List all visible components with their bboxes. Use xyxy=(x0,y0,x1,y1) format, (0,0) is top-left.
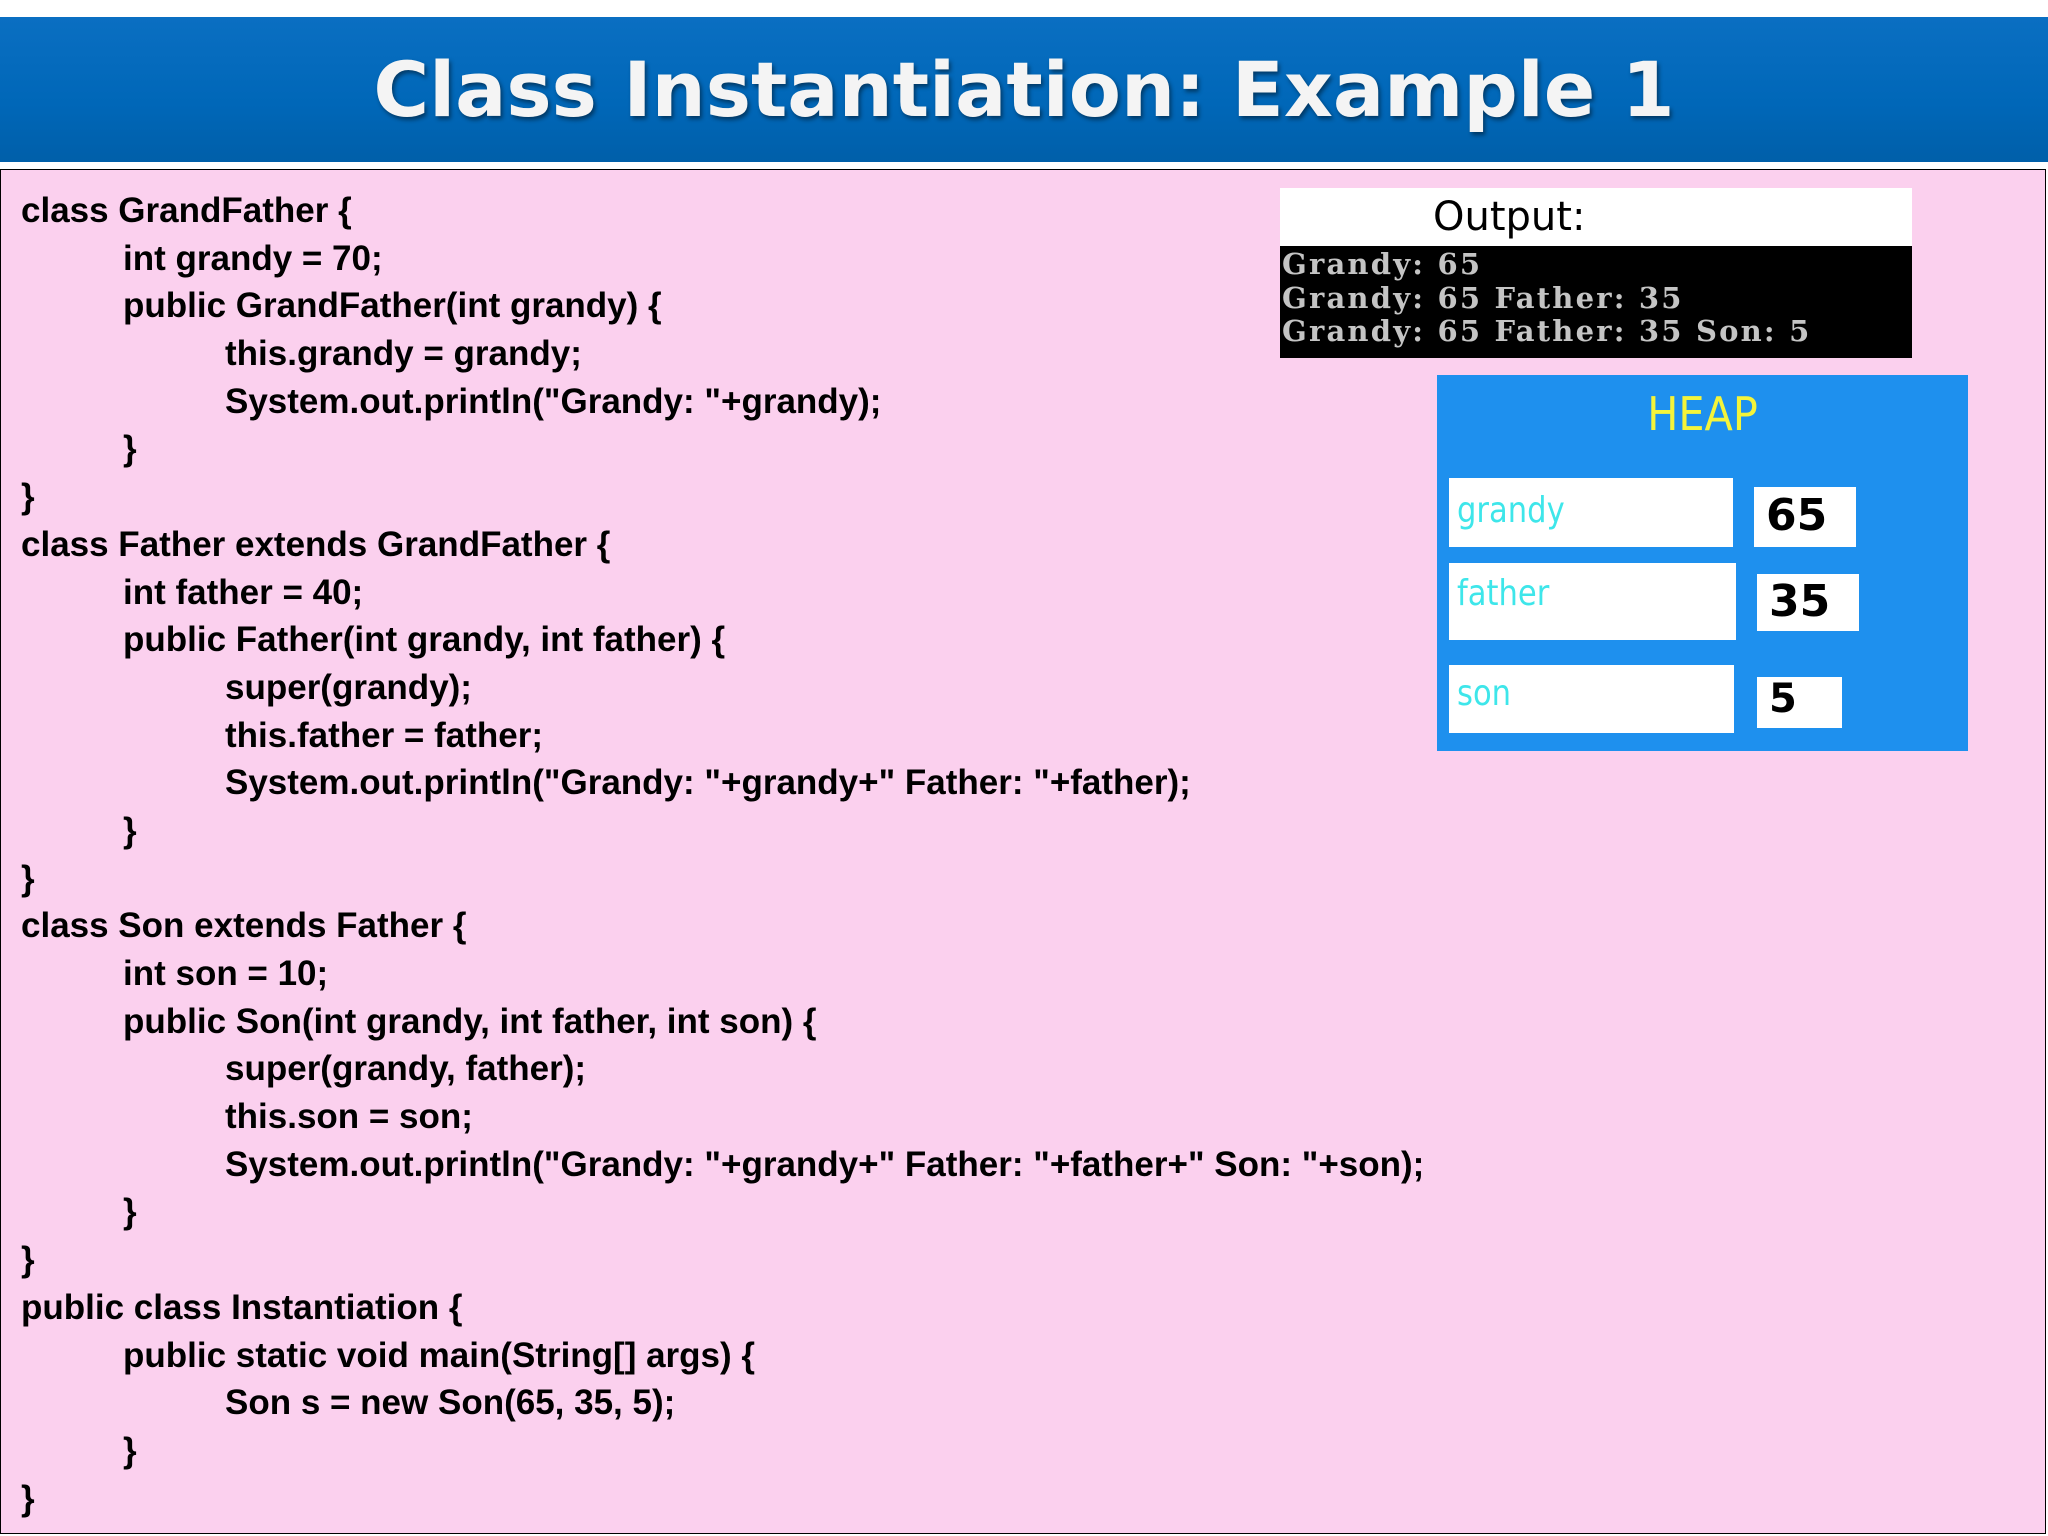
code-line: public GrandFather(int grandy) { xyxy=(123,286,662,326)
code-line: public Son(int grandy, int father, int s… xyxy=(123,1001,817,1041)
code-line: class GrandFather { xyxy=(21,191,352,230)
code-line: public Father(int grandy, int father) { xyxy=(123,620,726,660)
code-line: } xyxy=(21,1478,35,1518)
code-line: super(grandy); xyxy=(225,667,472,707)
heap-field-father-label-box: father xyxy=(1449,563,1736,640)
code-line: } xyxy=(21,858,35,898)
heap-field-father-value-box: 35 xyxy=(1757,574,1859,631)
heap-field-grandy-label-box: grandy xyxy=(1449,478,1733,547)
code-line: this.son = son; xyxy=(225,1097,473,1137)
code-listing: class GrandFather { int grandy = 70; publi… xyxy=(21,187,1424,1522)
output-header: Output: xyxy=(1280,188,1912,246)
code-line: } xyxy=(21,1240,35,1280)
heap-field-label: father xyxy=(1457,573,1550,614)
console-line: Grandy: 65 Father: 35 Son: 5 xyxy=(1282,314,1812,348)
code-line: } xyxy=(123,810,137,850)
console-line: Grandy: 65 xyxy=(1282,247,1483,281)
code-line: } xyxy=(123,1192,137,1232)
heap-field-value: 65 xyxy=(1766,490,1828,541)
code-line: public static void main(String[] args) { xyxy=(123,1335,756,1375)
heap-field-son-value-box: 5 xyxy=(1757,676,1842,728)
heap-field-value: 5 xyxy=(1769,676,1797,722)
heap-panel: HEAP grandy 65 father 35 son 5 xyxy=(1437,375,1968,751)
code-line: } xyxy=(123,1430,137,1470)
heap-field-label: grandy xyxy=(1457,490,1565,531)
title-bar: Class Instantiation: Example 1 xyxy=(0,17,2048,162)
code-line: System.out.println("Grandy: "+grandy+" F… xyxy=(225,763,1191,803)
code-line: } xyxy=(21,477,35,517)
heap-field-value: 35 xyxy=(1769,576,1831,627)
code-line: System.out.println("Grandy: "+grandy); xyxy=(225,381,882,421)
code-line: } xyxy=(123,429,137,469)
heap-field-grandy-value-box: 65 xyxy=(1754,487,1856,547)
code-line: super(grandy, father); xyxy=(225,1049,587,1089)
code-line: class Father extends GrandFather { xyxy=(21,524,611,564)
code-line: int grandy = 70; xyxy=(123,238,383,278)
console-line: Grandy: 65 Father: 35 xyxy=(1282,280,1684,315)
code-line: System.out.println("Grandy: "+grandy+" F… xyxy=(225,1144,1425,1184)
heap-title: HEAP xyxy=(1647,387,1758,441)
heap-field-son-label-box: son xyxy=(1449,665,1734,733)
code-line: Son s = new Son(65, 35, 5); xyxy=(225,1383,676,1423)
console-output: Grandy: 65 Grandy: 65 Father: 35 Grandy:… xyxy=(1280,246,1912,358)
code-line: class Son extends Father { xyxy=(21,906,467,946)
code-line: this.grandy = grandy; xyxy=(225,334,582,374)
code-line: public class Instantiation { xyxy=(21,1287,463,1327)
content-area: class GrandFather { int grandy = 70; publi… xyxy=(0,169,2046,1534)
code-line: this.father = father; xyxy=(225,715,543,755)
slide-title: Class Instantiation: Example 1 xyxy=(373,45,1675,134)
output-panel: Output: Grandy: 65 Grandy: 65 Father: 35… xyxy=(1280,188,1912,358)
code-line: int father = 40; xyxy=(123,572,364,612)
heap-field-label: son xyxy=(1457,673,1512,714)
output-title: Output: xyxy=(1433,194,1586,240)
code-line: int son = 10; xyxy=(123,954,329,993)
